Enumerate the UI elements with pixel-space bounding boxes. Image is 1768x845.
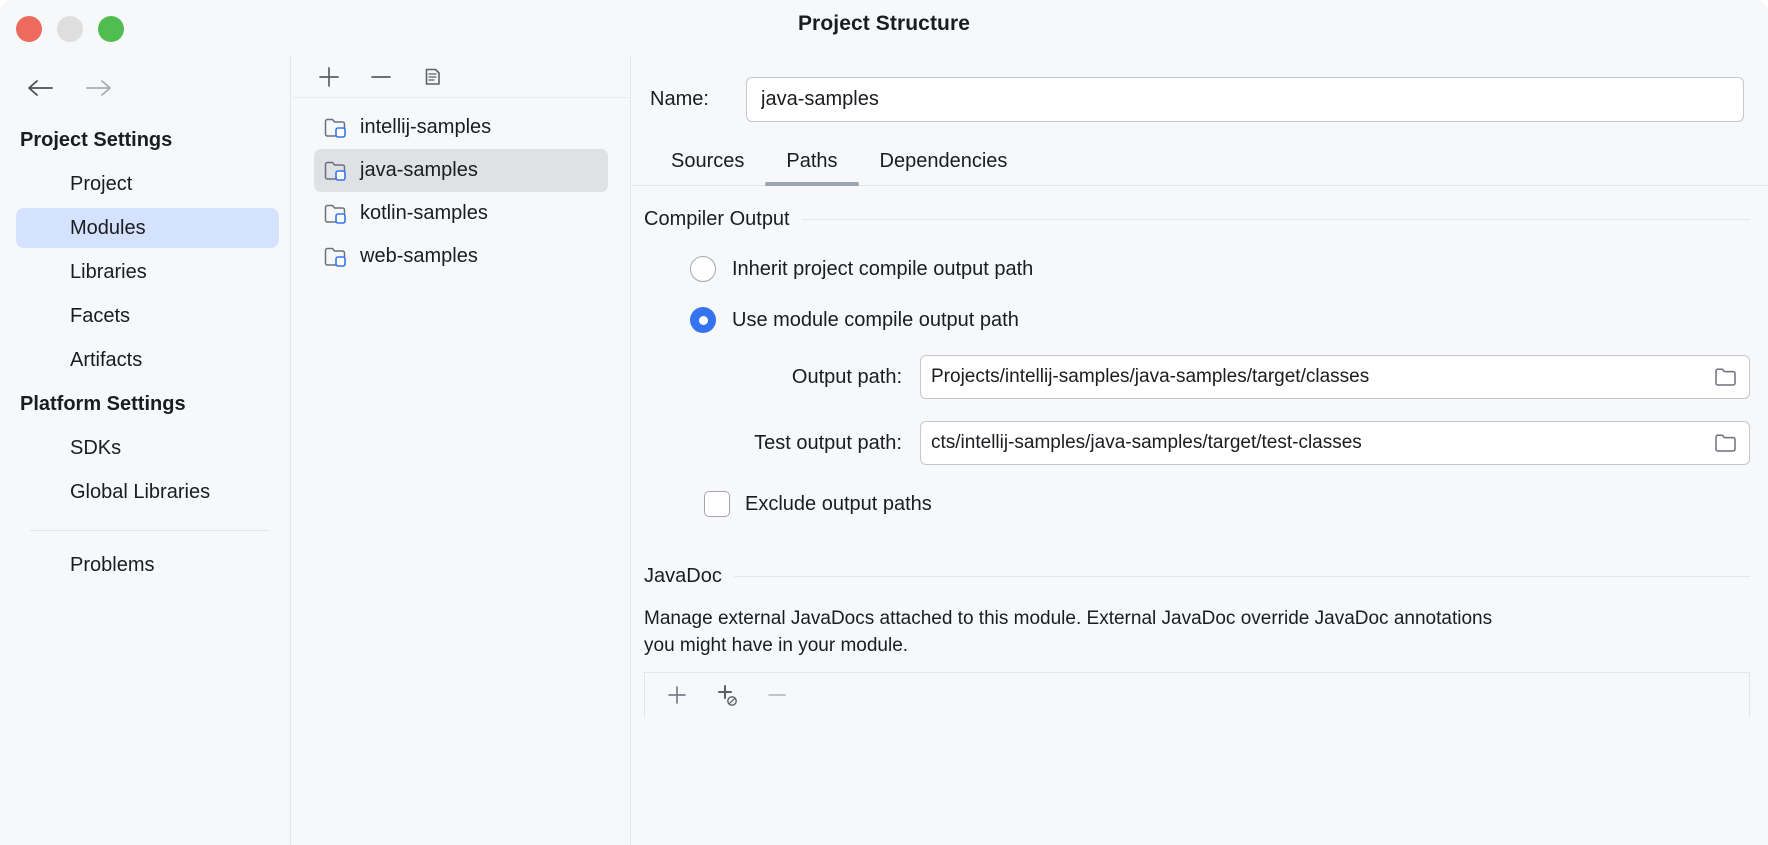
exclude-output-paths-checkbox[interactable] — [704, 491, 730, 517]
list-item-label: kotlin-samples — [360, 202, 488, 224]
copy-module-button[interactable] — [416, 62, 450, 92]
navigation-arrows — [22, 72, 116, 104]
javadoc-add-button[interactable] — [659, 679, 695, 711]
modules-panel: intellij-samples java-samples kotlin-sam… — [292, 56, 631, 845]
folder-icon — [1715, 434, 1736, 452]
section-title: Compiler Output — [644, 208, 790, 230]
javadoc-add-url-button[interactable] — [709, 679, 745, 711]
sidebar-item-sdks[interactable]: SDKs — [70, 437, 122, 459]
module-output-radio[interactable] — [690, 307, 716, 333]
inherit-output-radio-row[interactable]: Inherit project compile output path — [644, 256, 1750, 282]
minus-icon — [768, 694, 786, 697]
sidebar-item-project[interactable]: Project — [70, 173, 133, 195]
sidebar-item-facets[interactable]: Facets — [70, 305, 131, 327]
settings-nav-list: Project Settings Project Modules Librari… — [0, 120, 291, 589]
minimize-button[interactable] — [57, 16, 83, 42]
section-title: JavaDoc — [644, 565, 722, 587]
module-output-label: Use module compile output path — [732, 308, 1019, 331]
inherit-output-label: Inherit project compile output path — [732, 257, 1034, 280]
nav-group-platform-settings: Platform Settings — [20, 393, 186, 415]
module-name-row: Name: — [632, 56, 1768, 122]
test-output-path-field[interactable]: cts/intellij-samples/java-samples/target… — [920, 421, 1750, 465]
output-path-browse-button[interactable] — [1703, 356, 1749, 398]
section-divider — [801, 219, 1750, 220]
test-output-path-browse-button[interactable] — [1703, 422, 1749, 464]
inherit-output-radio[interactable] — [690, 256, 716, 282]
detail-tabs: Sources Paths Dependencies — [632, 140, 1768, 186]
sidebar-item-libraries[interactable]: Libraries — [70, 261, 147, 283]
module-detail-pane: Name: Sources Paths Dependencies Compile… — [632, 56, 1768, 845]
javadoc-description: Manage external JavaDocs attached to thi… — [644, 608, 1493, 656]
sidebar-item-global-libraries[interactable]: Global Libraries — [70, 481, 211, 503]
plus-icon — [668, 686, 686, 705]
modules-list: intellij-samples java-samples kotlin-sam… — [292, 98, 630, 278]
remove-module-button[interactable] — [364, 62, 398, 92]
javadoc-section-header: JavaDoc — [644, 565, 1750, 588]
plus-icon — [319, 66, 339, 87]
javadoc-remove-button[interactable] — [759, 679, 795, 711]
sidebar-item-artifacts[interactable]: Artifacts — [70, 349, 143, 371]
output-path-label: Output path: — [791, 365, 902, 388]
tab-dependencies[interactable]: Dependencies — [879, 150, 1008, 172]
close-button[interactable] — [16, 16, 42, 42]
test-output-path-value: cts/intellij-samples/java-samples/target… — [931, 432, 1362, 453]
arrow-left-icon — [28, 80, 53, 96]
test-output-path-label: Test output path: — [754, 431, 902, 454]
module-folder-icon — [324, 247, 346, 267]
forward-button[interactable] — [80, 72, 116, 104]
section-divider — [733, 576, 1750, 577]
tab-sources[interactable]: Sources — [671, 150, 745, 172]
list-item[interactable]: intellij-samples — [314, 106, 608, 149]
modules-toolbar — [292, 56, 630, 98]
list-item[interactable]: web-samples — [314, 235, 608, 278]
tab-paths[interactable]: Paths — [765, 150, 859, 186]
javadoc-toolbar — [644, 671, 1750, 718]
traffic-light-buttons — [16, 16, 124, 42]
sidebar-item-modules[interactable]: Modules — [16, 208, 279, 248]
list-item-label: java-samples — [360, 159, 478, 181]
list-item[interactable]: java-samples — [314, 149, 608, 192]
module-name-label: Name: — [650, 88, 709, 110]
arrow-right-icon — [86, 80, 111, 96]
paths-tab-content: Compiler Output Inherit project compile … — [632, 208, 1768, 718]
list-item-label: intellij-samples — [360, 116, 492, 138]
module-name-input[interactable] — [746, 77, 1744, 122]
module-folder-icon — [324, 204, 346, 224]
copy-icon — [425, 68, 440, 85]
output-path-value: Projects/intellij-samples/java-samples/t… — [931, 366, 1370, 387]
nav-group-project-settings: Project Settings — [20, 129, 173, 151]
list-item[interactable]: kotlin-samples — [314, 192, 608, 235]
window-title: Project Structure — [797, 12, 971, 35]
output-path-field[interactable]: Projects/intellij-samples/java-samples/t… — [920, 355, 1750, 399]
module-output-radio-row[interactable]: Use module compile output path — [644, 307, 1750, 333]
output-path-row: Output path: Projects/intellij-samples/j… — [644, 355, 1750, 399]
compiler-output-section-header: Compiler Output — [644, 208, 1750, 231]
module-folder-icon — [324, 161, 346, 181]
add-module-button[interactable] — [312, 62, 346, 92]
zoom-button[interactable] — [98, 16, 124, 42]
exclude-output-paths-label: Exclude output paths — [745, 492, 932, 515]
exclude-output-paths-row[interactable]: Exclude output paths — [644, 491, 1750, 517]
plus-globe-icon — [718, 685, 737, 707]
list-item-label: web-samples — [360, 245, 478, 267]
settings-sidebar: Project Settings Project Modules Librari… — [0, 56, 291, 845]
minus-icon — [371, 75, 391, 78]
test-output-path-row: Test output path: cts/intellij-samples/j… — [644, 421, 1750, 465]
folder-icon — [1715, 368, 1736, 386]
module-folder-icon — [324, 118, 346, 138]
back-button[interactable] — [22, 72, 58, 104]
titlebar: Project Structure — [0, 0, 1768, 56]
sidebar-item-problems[interactable]: Problems — [70, 554, 155, 576]
sidebar-divider — [30, 530, 269, 531]
